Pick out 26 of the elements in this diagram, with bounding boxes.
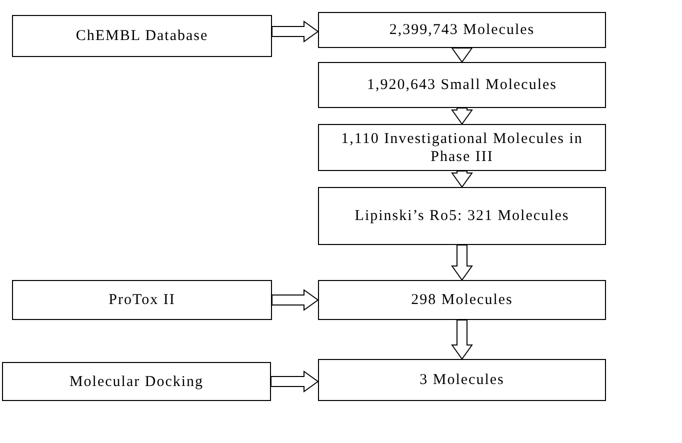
- box-label: Lipinski’s Ro5: 321 Molecules: [354, 207, 570, 225]
- block-arrow: [451, 320, 473, 360]
- box-label: Molecular Docking: [69, 372, 204, 390]
- box-label: 1,110 Investigational Molecules in Phase III: [340, 130, 584, 166]
- block-arrow: [451, 244, 473, 281]
- process-box: [318, 187, 606, 245]
- block-arrow: [451, 48, 473, 63]
- box-label: 1,920,643 Small Molecules: [367, 76, 557, 94]
- process-box: [12, 280, 272, 320]
- process-box: [318, 280, 606, 320]
- box-label: 298 Molecules: [411, 291, 513, 309]
- process-box: [318, 12, 606, 48]
- process-box: [2, 362, 271, 401]
- block-arrow: [272, 289, 319, 311]
- process-box: [318, 62, 606, 108]
- block-arrow: [451, 108, 473, 125]
- block-arrow: [451, 170, 473, 188]
- process-box: [12, 15, 272, 57]
- block-arrow: [270, 370, 319, 392]
- box-label: ChEMBL Database: [76, 27, 208, 45]
- process-box: [318, 359, 606, 401]
- box-label: 2,399,743 Molecules: [389, 21, 535, 39]
- box-label: ProTox II: [108, 291, 176, 309]
- block-arrow: [272, 20, 319, 42]
- box-label: 3 Molecules: [420, 371, 504, 389]
- process-box: [318, 124, 606, 171]
